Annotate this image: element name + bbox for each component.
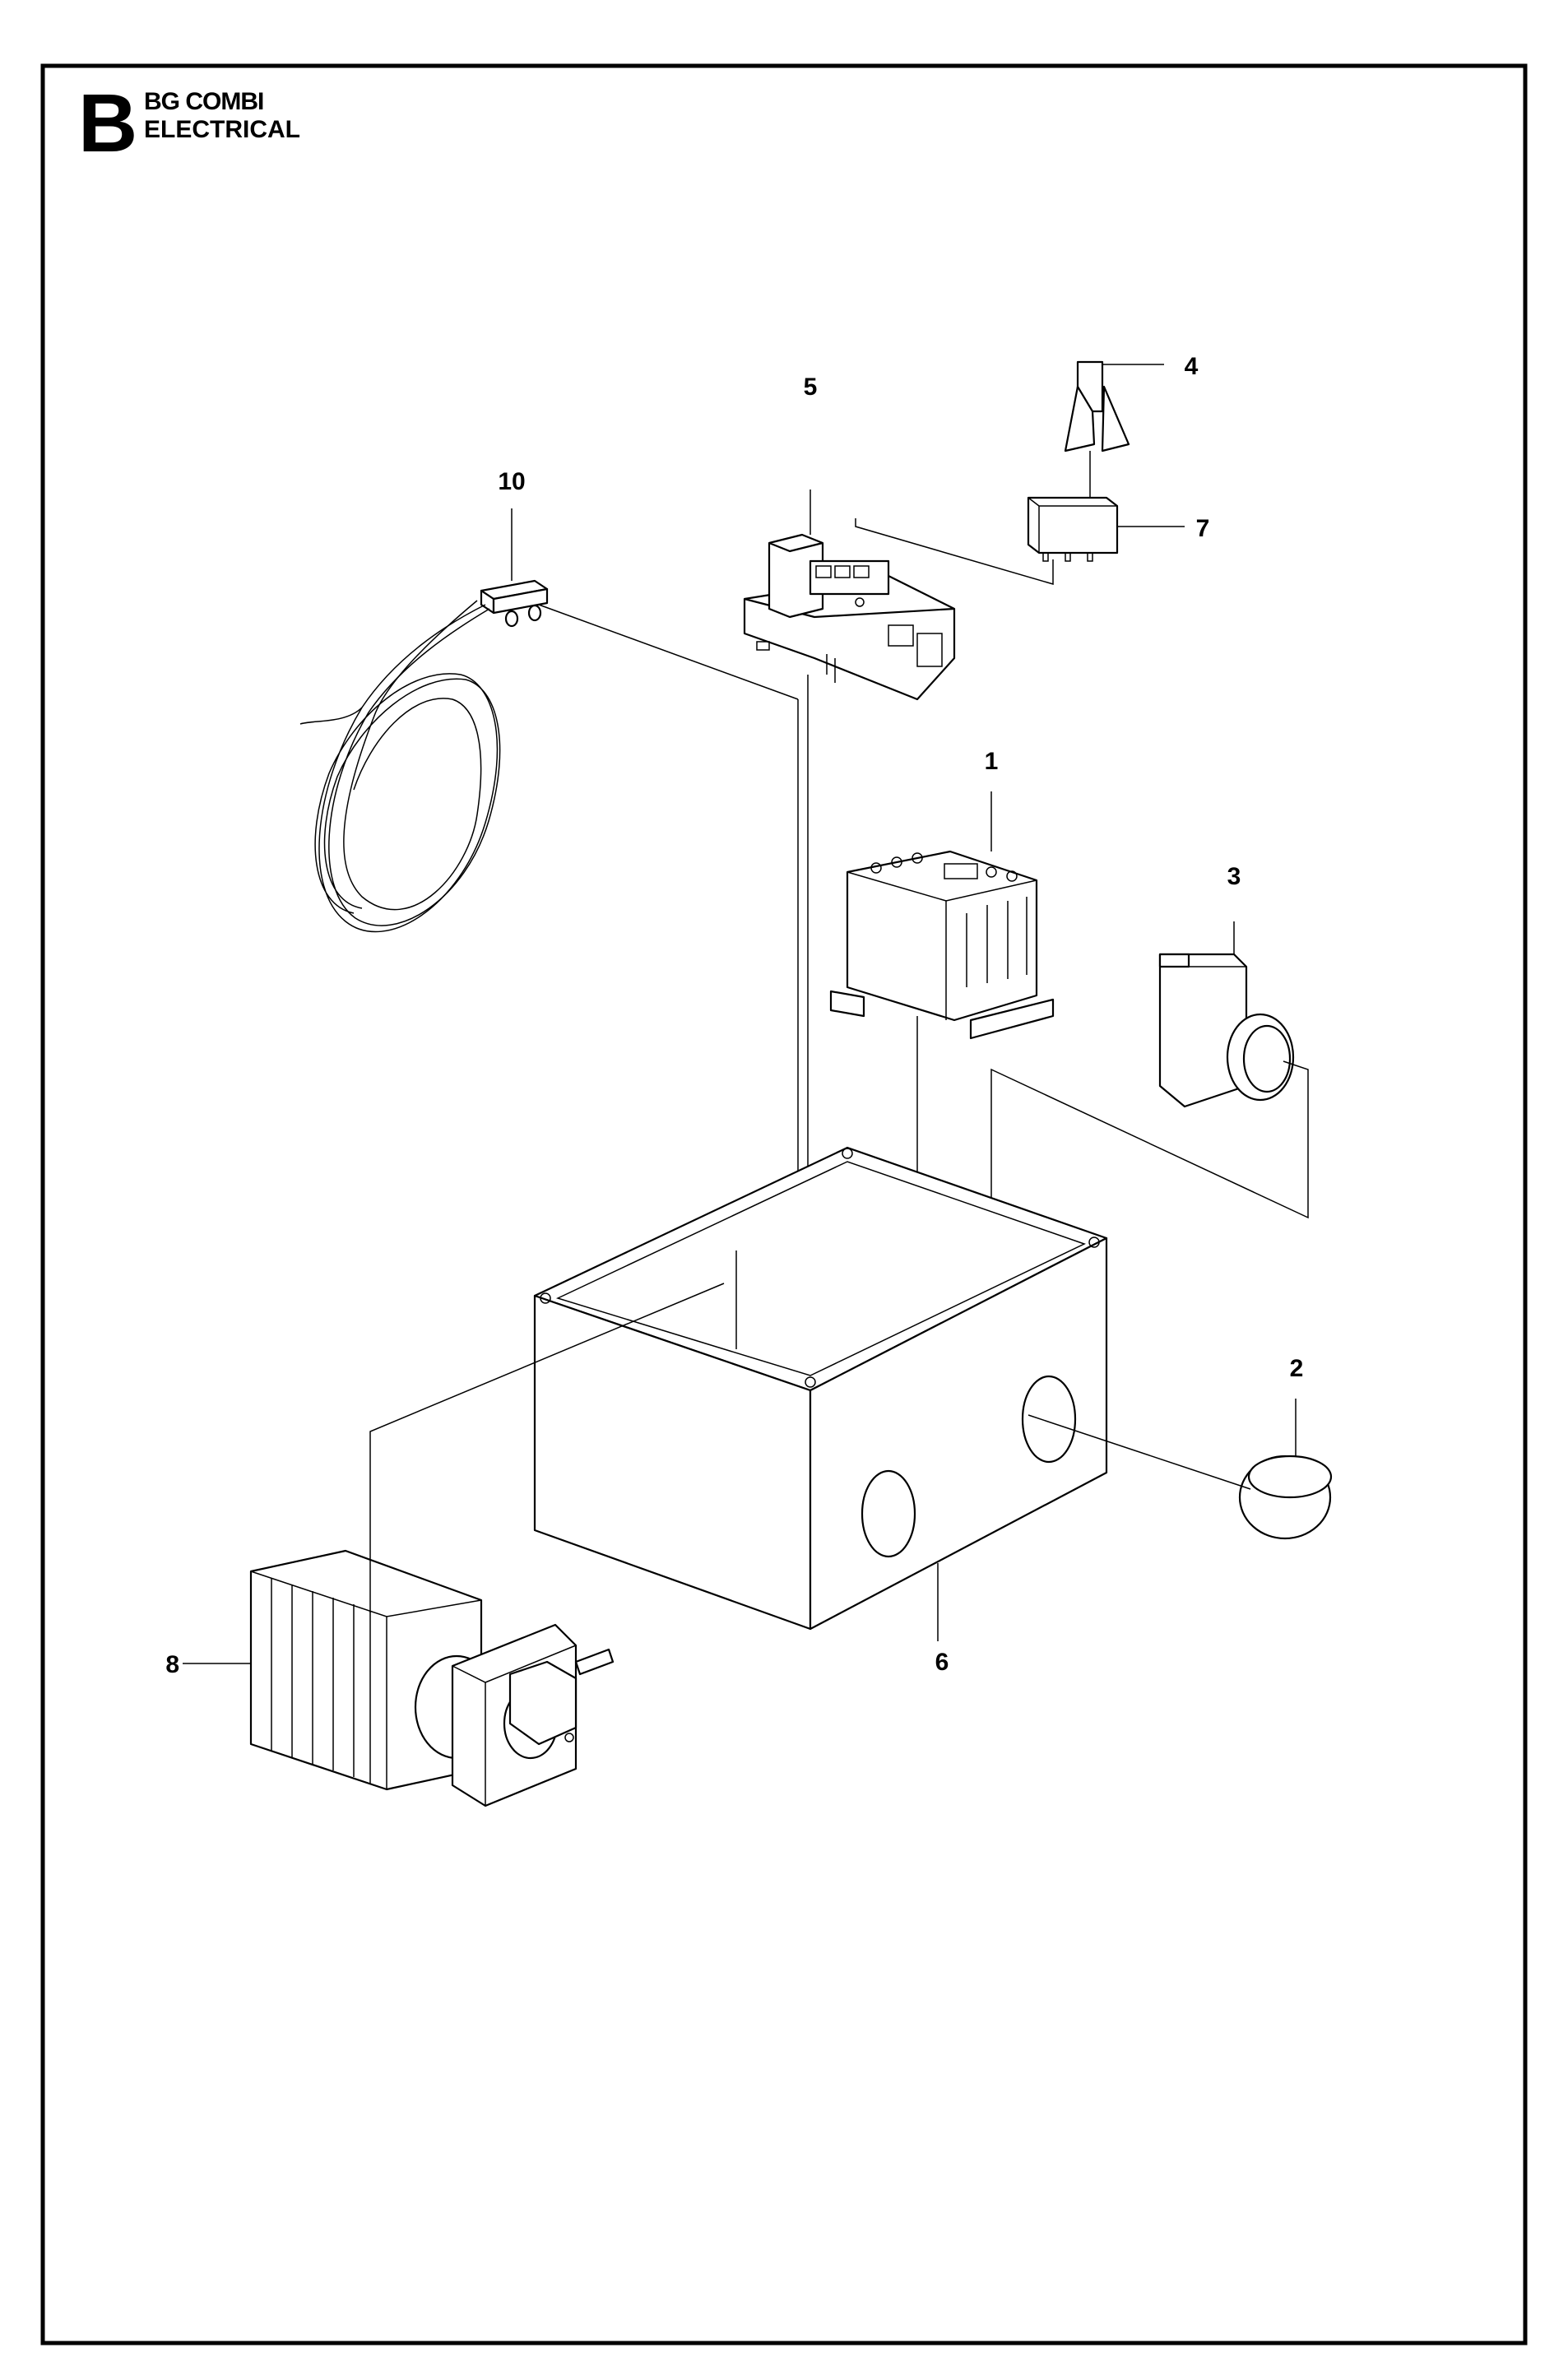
callout-2: 2 (1290, 1355, 1304, 1382)
relay-icon[interactable] (1027, 496, 1119, 562)
callout-1: 1 (985, 748, 999, 775)
rotary-switch-icon[interactable] (249, 1549, 615, 1807)
product-title: BG COMBI (144, 88, 264, 115)
callout-8: 8 (165, 1651, 179, 1678)
section-letter: B (78, 77, 138, 169)
relay-socket-icon[interactable] (743, 533, 956, 701)
callout-7: 7 (1196, 515, 1210, 542)
section-title: ELECTRICAL (144, 116, 300, 143)
callout-3: 3 (1227, 863, 1241, 890)
contactor-icon[interactable] (829, 850, 1055, 1040)
relay-clip-icon[interactable] (1064, 360, 1130, 452)
page-border (40, 63, 1528, 2345)
callout-5: 5 (804, 374, 818, 401)
sensor-cable-icon[interactable] (299, 579, 549, 933)
push-button-icon[interactable] (1158, 953, 1295, 1108)
cap-plug-icon[interactable] (1238, 1455, 1333, 1540)
callout-4: 4 (1185, 353, 1199, 380)
callout-6: 6 (935, 1649, 949, 1676)
callout-10: 10 (498, 468, 525, 495)
enclosure-box-icon[interactable] (533, 1146, 1108, 1631)
